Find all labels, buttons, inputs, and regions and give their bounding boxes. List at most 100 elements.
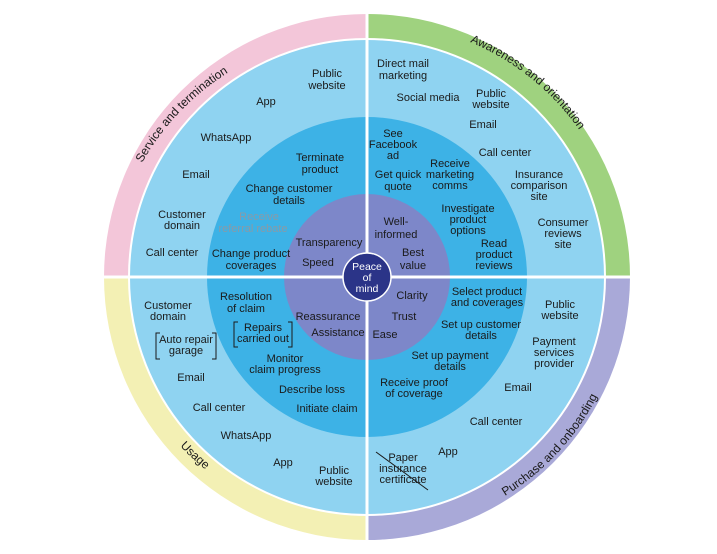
outcome-trust: Trust [392, 311, 417, 323]
channels-purchase: Public website Payment services provider… [379, 299, 579, 486]
ch-us-app: App [273, 457, 293, 469]
tp-see-fb-1: See [383, 128, 403, 140]
ch-aw-reviews-3: site [554, 239, 571, 251]
outcome-well-informed-1: Well- [384, 216, 409, 228]
outcome-speed: Speed [302, 257, 334, 269]
ch-service-domain-1: Customer [158, 209, 206, 221]
ch-pu-public-2: website [540, 310, 578, 322]
tp-repairs-2: carried out [237, 333, 289, 345]
tp-select-2: and coverages [451, 297, 524, 309]
repairs-bracket [233, 321, 293, 348]
tp-receive-mkt-3: comms [432, 180, 468, 192]
tp-terminate-2: product [302, 164, 339, 176]
channels-awareness: Direct mail marketing Social media Publi… [377, 58, 589, 251]
tp-read-reviews-2: product [476, 249, 513, 261]
outcome-assistance: Assistance [311, 327, 364, 339]
ch-aw-call: Call center [479, 147, 532, 159]
tp-repairs-1: Repairs [244, 322, 282, 334]
ch-service-domain-2: domain [164, 220, 200, 232]
touchpoints-purchase: Select product and coverages Set up cust… [380, 286, 524, 400]
ch-service-email: Email [182, 169, 210, 181]
ch-aw-email: Email [469, 119, 497, 131]
ch-pu-app: App [438, 446, 458, 458]
tp-read-reviews-3: reviews [475, 260, 513, 272]
tp-see-fb-3: ad [387, 150, 399, 162]
channels-ring-outline [128, 38, 606, 516]
tp-monitor-2: claim progress [249, 364, 321, 376]
paper-certificate-strikethrough [375, 451, 429, 491]
touchpoints-usage: Resolution of claim Repairs carried out … [220, 291, 358, 415]
tp-describe: Describe loss [279, 384, 346, 396]
ch-pu-paper-2: insurance [379, 463, 427, 475]
center-line-3: mind [356, 283, 379, 295]
tp-change-customer-1: Change customer [246, 183, 333, 195]
ch-us-repair-1: Auto repair [159, 334, 213, 346]
outcomes-labels: Transparency Speed Well- informed Best v… [296, 216, 429, 341]
ch-aw-reviews-2: reviews [544, 228, 582, 240]
ch-service-call: Call center [146, 247, 199, 259]
ch-aw-comparison-2: comparison [511, 180, 568, 192]
ch-pu-email: Email [504, 382, 532, 394]
touchpoints-service: Terminate product Change customer detail… [212, 152, 344, 272]
tp-select-1: Select product [452, 286, 522, 298]
ch-service-public-2: website [307, 80, 345, 92]
auto-repair-bracket [155, 332, 217, 360]
tp-see-fb-2: Facebook [369, 139, 418, 151]
ch-pu-paper-3: certificate [379, 474, 426, 486]
outcome-clarity: Clarity [396, 290, 428, 302]
tp-setup-payment-1: Set up payment [411, 350, 488, 362]
tp-receive-mkt-1: Receive [430, 158, 470, 170]
ch-pu-payment-3: provider [534, 358, 574, 370]
ch-aw-social: Social media [397, 92, 461, 104]
ch-pu-payment-1: Payment [532, 336, 575, 348]
tp-terminate-1: Terminate [296, 152, 344, 164]
tp-get-quote-2: quote [384, 181, 412, 193]
tp-monitor-1: Monitor [267, 353, 304, 365]
tp-get-quote-1: Get quick [375, 169, 422, 181]
tp-referral-1: Receive [239, 211, 279, 223]
outcome-reassurance: Reassurance [296, 311, 361, 323]
ch-pu-public-1: Public [545, 299, 575, 311]
tp-referral-2: referral rebate [218, 223, 287, 235]
ch-us-public-2: website [314, 476, 352, 488]
ch-aw-reviews-1: Consumer [538, 217, 589, 229]
ch-pu-call: Call center [470, 416, 523, 428]
tp-change-product-1: Change product [212, 248, 290, 260]
tp-change-product-2: coverages [226, 260, 277, 272]
ch-aw-direct-2: marketing [379, 70, 427, 82]
tp-proof-2: of coverage [385, 388, 442, 400]
ch-us-whatsapp: WhatsApp [221, 430, 272, 442]
center-line-1: Peace [352, 261, 382, 273]
tp-setup-customer-2: details [465, 330, 497, 342]
ch-pu-paper-1: Paper [388, 452, 418, 464]
ch-service-public-1: Public [312, 68, 342, 80]
ch-service-app: App [256, 96, 276, 108]
ch-us-email: Email [177, 372, 205, 384]
tp-receive-mkt-2: marketing [426, 169, 474, 181]
center-line-2: of [363, 272, 372, 284]
ch-service-whatsapp: WhatsApp [201, 132, 252, 144]
center-label: Peace of mind [352, 261, 382, 295]
ch-us-call: Call center [193, 402, 246, 414]
outcome-best-value-1: Best [402, 247, 424, 259]
tp-investigate-3: options [450, 225, 486, 237]
ch-aw-direct-1: Direct mail [377, 58, 429, 70]
tp-read-reviews-1: Read [481, 238, 507, 250]
ch-us-repair-2: garage [169, 345, 203, 357]
ch-pu-payment-2: services [534, 347, 575, 359]
tp-proof-1: Receive proof [380, 377, 449, 389]
tp-resolution-2: of claim [227, 303, 265, 315]
touchpoints-awareness: See Facebook ad Get quick quote Receive … [369, 128, 513, 272]
channels-service: Public website App WhatsApp Email Custom… [146, 68, 346, 259]
outcome-well-informed-2: informed [375, 229, 418, 241]
tp-initiate: Initiate claim [296, 403, 357, 415]
ch-us-domain-1: Customer [144, 300, 192, 312]
outcome-transparency: Transparency [296, 237, 363, 249]
tp-change-customer-2: details [273, 195, 305, 207]
tp-investigate-2: product [450, 214, 487, 226]
ch-us-public-1: Public [319, 465, 349, 477]
outcome-ease: Ease [372, 329, 397, 341]
tp-setup-customer-1: Set up customer [441, 319, 521, 331]
ch-us-domain-2: domain [150, 311, 186, 323]
